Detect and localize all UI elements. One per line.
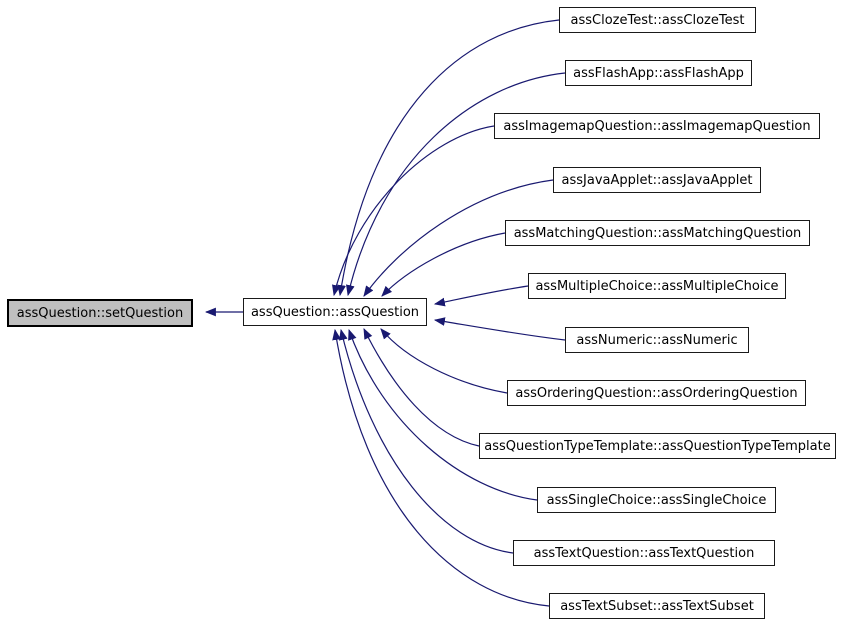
node-ass-text-subset[interactable]: assTextSubset::assTextSubset	[549, 593, 765, 619]
edge-assclozetest-to-assquestion	[337, 19, 560, 297]
node-ass-question-type-template[interactable]: assQuestionTypeTemplate::assQuestionType…	[479, 433, 836, 459]
edge-assorderingquestion-to-assquestion	[380, 328, 508, 394]
edge-assflashapp-to-assquestion	[346, 72, 566, 297]
node-ass-multiple-choice[interactable]: assMultipleChoice::assMultipleChoice	[528, 273, 786, 299]
node-ass-single-choice[interactable]: assSingleChoice::assSingleChoice	[537, 487, 776, 513]
node-ass-imagemap-question[interactable]: assImagemapQuestion::assImagemapQuestion	[494, 113, 820, 139]
edge-asstextquestion-to-assquestion	[339, 328, 514, 554]
node-ass-cloze-test[interactable]: assClozeTest::assClozeTest	[559, 7, 756, 33]
node-ass-text-question[interactable]: assTextQuestion::assTextQuestion	[513, 540, 775, 566]
edge-assmultiplechoice-to-assquestion	[433, 285, 529, 307]
edge-assnumeric-to-assquestion	[433, 317, 566, 341]
node-ass-question-constructor[interactable]: assQuestion::assQuestion	[243, 298, 427, 326]
node-ass-matching-question[interactable]: assMatchingQuestion::assMatchingQuestion	[505, 220, 810, 246]
node-ass-java-applet[interactable]: assJavaApplet::assJavaApplet	[553, 167, 761, 193]
node-ass-ordering-question[interactable]: assOrderingQuestion::assOrderingQuestion	[507, 380, 806, 406]
node-ass-question-set-question: assQuestion::setQuestion	[7, 299, 193, 327]
edge-assimagemapquestion-to-assquestion	[332, 125, 495, 297]
edge-asssinglechoice-to-assquestion	[348, 328, 538, 501]
edge-assjavaapplet-to-assquestion	[363, 179, 554, 297]
node-ass-flash-app[interactable]: assFlashApp::assFlashApp	[565, 60, 752, 86]
node-ass-numeric[interactable]: assNumeric::assNumeric	[565, 327, 749, 353]
edge-asstextsubset-to-assquestion	[332, 328, 550, 607]
edge-assmatchingquestion-to-assquestion	[381, 232, 506, 297]
edge-assquestiontypetemplate-to-assquestion	[363, 328, 480, 447]
